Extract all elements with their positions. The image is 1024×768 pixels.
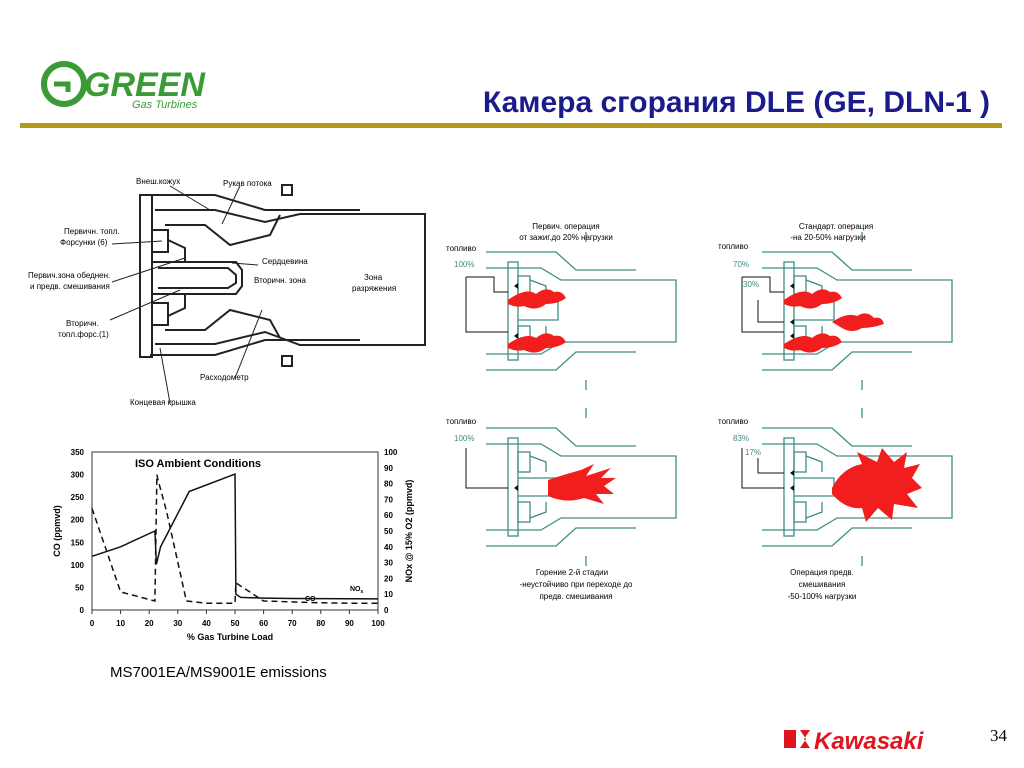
series-line-nox (91, 473, 379, 600)
mode-4-pct-primary: 83% (733, 434, 749, 443)
label-flow-sleeve: Рукав потока (223, 179, 272, 188)
chart-y2label: NOx @ 15% O2 (ppmvd) (404, 480, 414, 583)
flame-standard-center (832, 313, 884, 331)
y2-tick-label: 0 (384, 606, 389, 615)
flame-standard-lower (784, 333, 842, 353)
label-dilution-zone-2: разряжения (352, 284, 396, 293)
mode-2-pct-secondary: 30% (743, 280, 759, 289)
annotation-nox: NOx (350, 586, 364, 595)
label-centerbody: Сердцевина (262, 257, 308, 266)
mode-3-caption-2: -неустойчиво при переходе до (520, 580, 633, 589)
mode-4-caption-1: Операция предв. (790, 568, 854, 577)
series-line-co (91, 474, 378, 604)
label-primary-nozzles-count: Форсунки (6) (60, 238, 108, 247)
mode-panel-standard (741, 231, 953, 391)
combustor-cross-section (139, 184, 426, 367)
y2-tick-label: 100 (384, 448, 398, 457)
mode-1-pct-primary: 100% (454, 260, 474, 269)
x-tick-label: 30 (173, 619, 182, 628)
x-tick-label: 50 (231, 619, 240, 628)
flame-primary-upper (508, 289, 566, 309)
green-gas-turbines-logo: GREEN Gas Turbines (41, 61, 206, 111)
logo-text: GREEN (84, 66, 206, 104)
x-tick-label: 80 (316, 619, 325, 628)
label-dilution-zone: Зона (364, 273, 383, 282)
y-tick-label: 150 (71, 538, 85, 547)
brand-text: Kawasaki (814, 728, 925, 755)
label-primary-zone-premix: и предв. смешивания (30, 282, 110, 291)
y-tick-label: 250 (71, 493, 85, 502)
label-secondary-nozzle-count: топл.форс.(1) (58, 330, 109, 339)
mode-1-caption-1: Первич. операция (532, 222, 600, 231)
y2-tick-label: 70 (384, 495, 393, 504)
y-tick-label: 100 (71, 561, 85, 570)
mode-3-fuel: топливо (446, 417, 477, 426)
x-tick-label: 20 (145, 619, 154, 628)
y-tick-label: 300 (71, 471, 85, 480)
y-tick-label: 200 (71, 516, 85, 525)
mode-4-caption-3: -50-100% нагрузки (788, 592, 857, 601)
mode-4-fuel: топливо (718, 417, 749, 426)
mode-1-fuel: топливо (446, 244, 477, 253)
y2-tick-label: 30 (384, 559, 393, 568)
flame-standard-upper (784, 289, 842, 309)
mode-2-caption-1: Стандарт. операция (799, 222, 873, 231)
y2-tick-label: 80 (384, 480, 393, 489)
label-outer-casing: Внеш.кожух (136, 177, 180, 186)
label-secondary-nozzle: Вторичн. (66, 319, 99, 328)
label-primary-zone: Первич.зона обеднен. (28, 271, 110, 280)
mode-panel-primary (465, 231, 677, 391)
mode-3-caption-3: предв. смешивания (539, 592, 612, 601)
mode-4-pct-secondary: 17% (745, 448, 761, 457)
header-divider (20, 123, 1002, 128)
chart-title: ISO Ambient Conditions (135, 458, 261, 470)
y2-tick-label: 40 (384, 543, 393, 552)
flame-premix (832, 448, 922, 522)
label-flow-meter: Расходометр (200, 373, 249, 382)
flame-transition (548, 464, 616, 504)
page-number: 34 (990, 726, 1007, 745)
logo-subtitle: Gas Turbines (132, 99, 198, 111)
label-secondary-zone: Вторичн. зона (254, 276, 306, 285)
label-end-cover: Концевая крышка (130, 398, 196, 407)
y-tick-label: 50 (75, 583, 84, 592)
mode-3-pct-primary: 100% (454, 434, 474, 443)
mode-3-caption-1: Горение 2-й стадии (536, 568, 608, 577)
mode-panel-premix (741, 407, 953, 567)
x-tick-label: 100 (371, 619, 385, 628)
y2-tick-label: 50 (384, 527, 393, 536)
emissions-chart: ISO Ambient Conditions % Gas Turbine Loa… (52, 448, 414, 642)
y2-tick-label: 60 (384, 511, 393, 520)
x-tick-label: 90 (345, 619, 354, 628)
mode-panel-transition (465, 407, 677, 567)
mode-4-caption-2: смешивания (799, 580, 846, 589)
x-tick-label: 60 (259, 619, 268, 628)
x-tick-label: 70 (288, 619, 297, 628)
page-title: Камера сгорания DLE (GE, DLN-1 ) (482, 86, 990, 119)
x-tick-label: 0 (90, 619, 95, 628)
chart-xlabel: % Gas Turbine Load (187, 632, 273, 642)
flame-primary-lower (508, 333, 566, 353)
chart-caption: MS7001EA/MS9001E emissions (110, 664, 327, 681)
y2-tick-label: 90 (384, 464, 393, 473)
mode-1-caption-2: от зажиг.до 20% нагрузки (519, 233, 613, 242)
mode-2-caption-2: -на 20-50% нагрузки (790, 233, 865, 242)
y2-tick-label: 20 (384, 574, 393, 583)
mode-2-fuel: топливо (718, 242, 749, 251)
mode-2-pct-primary: 70% (733, 260, 749, 269)
x-tick-label: 40 (202, 619, 211, 628)
y-tick-label: 0 (80, 606, 85, 615)
chart-ylabel: CO (ppmvd) (52, 505, 62, 557)
combustor-leader-lines (109, 185, 263, 404)
annotation-co: CO (305, 596, 316, 603)
label-primary-nozzles: Первичн. топл. (64, 227, 120, 236)
y2-tick-label: 10 (384, 590, 393, 599)
y-tick-label: 350 (71, 448, 85, 457)
x-tick-label: 10 (116, 619, 125, 628)
kawasaki-logo: Kawasaki (784, 728, 925, 755)
